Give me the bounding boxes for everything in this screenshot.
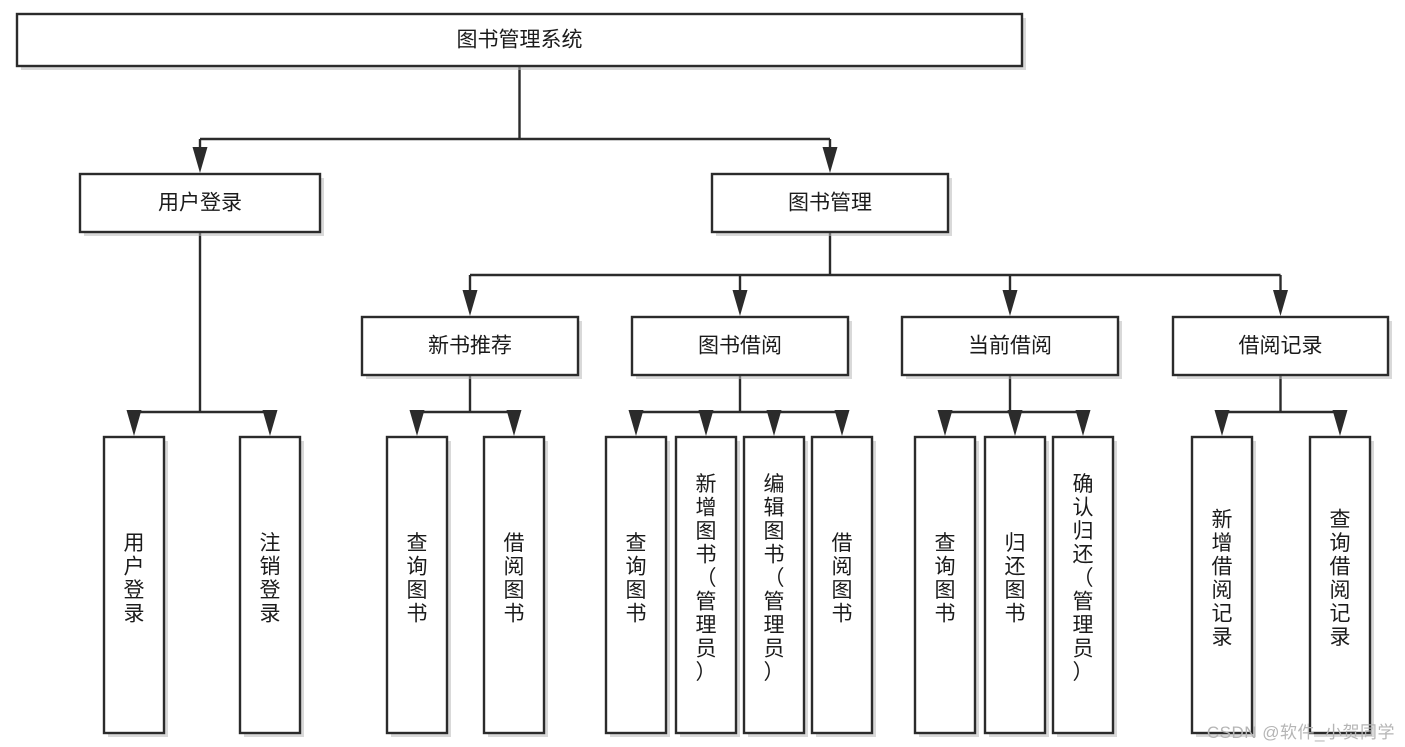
node-current-borrow[interactable]: 当前借阅 xyxy=(900,315,1122,379)
node-label: 查询图书 xyxy=(407,532,428,626)
node-root[interactable]: 图书管理系统 xyxy=(15,12,1026,70)
arrow-head-icon xyxy=(937,410,953,436)
node-leaf-query-book-2[interactable]: 查询图书 xyxy=(604,435,670,737)
node-label: 用户登录 xyxy=(158,192,242,215)
node-label: 新书推荐 xyxy=(428,335,512,358)
arrow-head-icon xyxy=(1332,410,1348,436)
node-leaf-logout[interactable]: 注销登录 xyxy=(238,435,304,737)
arrow-head-icon xyxy=(822,147,838,173)
node-label: 查询图书 xyxy=(935,532,956,626)
arrow-head-icon xyxy=(698,410,714,436)
node-label: 当前借阅 xyxy=(968,335,1052,358)
node-leaf-confirm-return-admin[interactable]: 确认归还（管理员） xyxy=(1051,435,1117,737)
node-leaf-add-book-admin[interactable]: 新增图书（管理员） xyxy=(674,435,740,737)
nodes-layer: 图书管理系统用户登录图书管理新书推荐图书借阅当前借阅借阅记录用户登录注销登录查询… xyxy=(15,12,1392,737)
node-book-borrow[interactable]: 图书借阅 xyxy=(630,315,852,379)
arrow-head-icon xyxy=(506,410,522,436)
arrow-head-icon xyxy=(1075,410,1091,436)
node-label: 图书管理系统 xyxy=(457,29,583,52)
edge-group xyxy=(126,232,278,436)
node-leaf-borrow-book-2[interactable]: 借阅图书 xyxy=(810,435,876,737)
edge-group xyxy=(937,375,1091,436)
node-leaf-borrow-book-1[interactable]: 借阅图书 xyxy=(482,435,548,737)
node-leaf-query-book-1[interactable]: 查询图书 xyxy=(385,435,451,737)
arrow-head-icon xyxy=(628,410,644,436)
node-label: 借阅记录 xyxy=(1239,335,1323,358)
node-label: 新增借阅记录 xyxy=(1212,508,1233,649)
edge-group xyxy=(192,66,838,173)
arrow-head-icon xyxy=(834,410,850,436)
node-label: 图书管理 xyxy=(788,192,872,215)
node-label: 注销登录 xyxy=(260,532,281,626)
watermark-label: CSDN @软件_小贺同学 xyxy=(1206,723,1395,742)
node-new-book-recommend[interactable]: 新书推荐 xyxy=(360,315,582,379)
arrow-head-icon xyxy=(409,410,425,436)
arrow-head-icon xyxy=(1002,290,1018,316)
node-label: 查询借阅记录 xyxy=(1330,508,1351,649)
node-label: 图书借阅 xyxy=(698,335,782,358)
arrow-head-icon xyxy=(766,410,782,436)
node-borrow-records[interactable]: 借阅记录 xyxy=(1171,315,1392,379)
node-leaf-query-book-3[interactable]: 查询图书 xyxy=(913,435,979,737)
arrow-head-icon xyxy=(1273,290,1288,316)
node-leaf-query-borrow-record[interactable]: 查询借阅记录 xyxy=(1308,435,1374,737)
node-label: 查询图书 xyxy=(626,532,647,626)
node-label: 借阅图书 xyxy=(504,532,525,626)
edge-group xyxy=(628,375,850,436)
arrow-head-icon xyxy=(262,410,278,436)
node-label: 确认归还（管理员） xyxy=(1073,473,1094,684)
node-user-login[interactable]: 用户登录 xyxy=(78,172,324,236)
arrow-head-icon xyxy=(1007,410,1023,436)
node-label: 归还图书 xyxy=(1005,532,1026,626)
arrow-head-icon xyxy=(192,147,208,173)
node-label: 编辑图书（管理员） xyxy=(764,473,785,684)
arrow-head-icon xyxy=(732,290,748,316)
edge-group xyxy=(462,232,1288,316)
node-label: 用户登录 xyxy=(124,532,145,626)
node-leaf-user-login[interactable]: 用户登录 xyxy=(102,435,168,737)
node-leaf-return-book[interactable]: 归还图书 xyxy=(983,435,1049,737)
edges-layer xyxy=(126,66,1348,436)
edge-group xyxy=(1214,375,1348,436)
arrow-head-icon xyxy=(1214,410,1230,436)
node-leaf-edit-book-admin[interactable]: 编辑图书（管理员） xyxy=(742,435,808,737)
node-leaf-add-borrow-record[interactable]: 新增借阅记录 xyxy=(1190,435,1256,737)
edge-group xyxy=(409,375,522,436)
arrow-head-icon xyxy=(462,290,478,316)
node-label: 借阅图书 xyxy=(832,532,853,626)
arrow-head-icon xyxy=(126,410,142,436)
node-label: 新增图书（管理员） xyxy=(696,473,717,684)
node-book-management[interactable]: 图书管理 xyxy=(710,172,952,236)
